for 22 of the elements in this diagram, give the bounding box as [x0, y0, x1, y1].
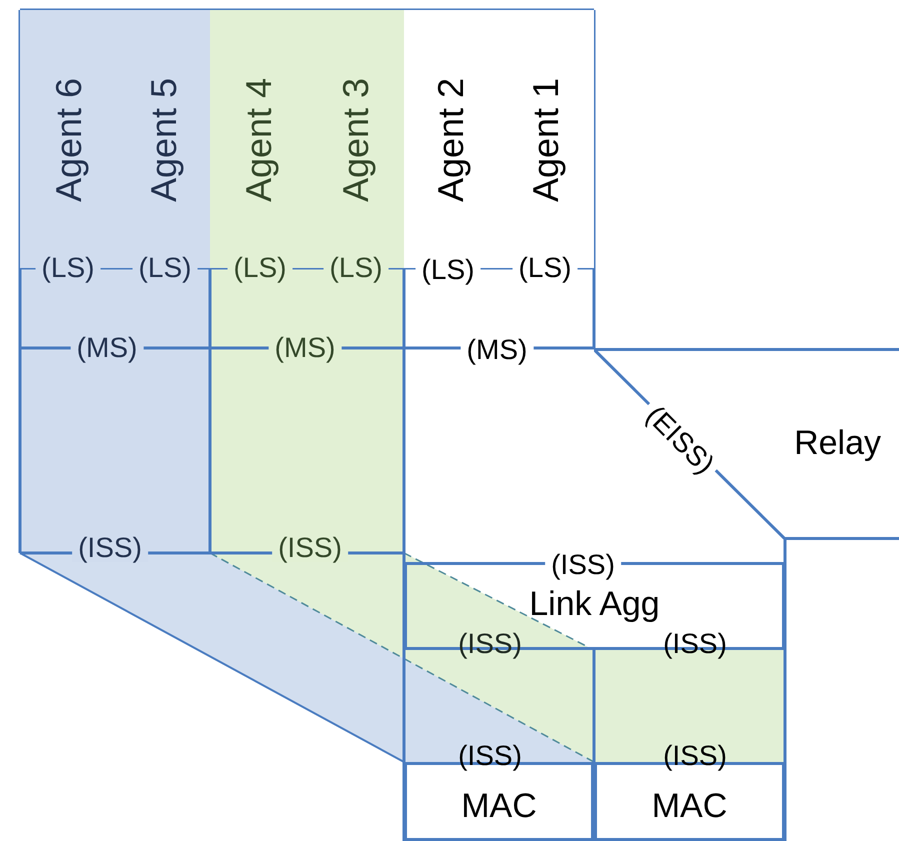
- relay-label: Relay: [794, 426, 881, 460]
- agent-label: Agent 3: [338, 78, 374, 202]
- interface-label: (MS): [460, 336, 534, 364]
- interface-label: (ISS): [272, 534, 348, 562]
- mac-label: MAC: [461, 788, 537, 822]
- interface-label: (LS): [228, 254, 292, 282]
- interface-label: (MS): [268, 334, 342, 362]
- agent-label: Agent 2: [433, 78, 469, 202]
- interface-label: (LS): [324, 254, 388, 282]
- agent-label: Agent 4: [241, 78, 277, 202]
- interface-label: (ISS): [72, 534, 148, 562]
- interface-label: (ISS): [545, 551, 621, 579]
- interface-label: (LS): [36, 254, 100, 282]
- interface-label: (LS): [416, 256, 480, 284]
- interface-label: (MS): [70, 334, 144, 362]
- interface-label: (LS): [132, 254, 198, 282]
- mac-label: MAC: [652, 788, 728, 822]
- link-agg-label: Link Agg: [529, 587, 660, 621]
- interface-label: (LS): [512, 254, 578, 282]
- agent-label: Agent 1: [528, 78, 564, 202]
- agent-label: Agent 5: [146, 78, 182, 202]
- agent-label: Agent 6: [51, 78, 87, 202]
